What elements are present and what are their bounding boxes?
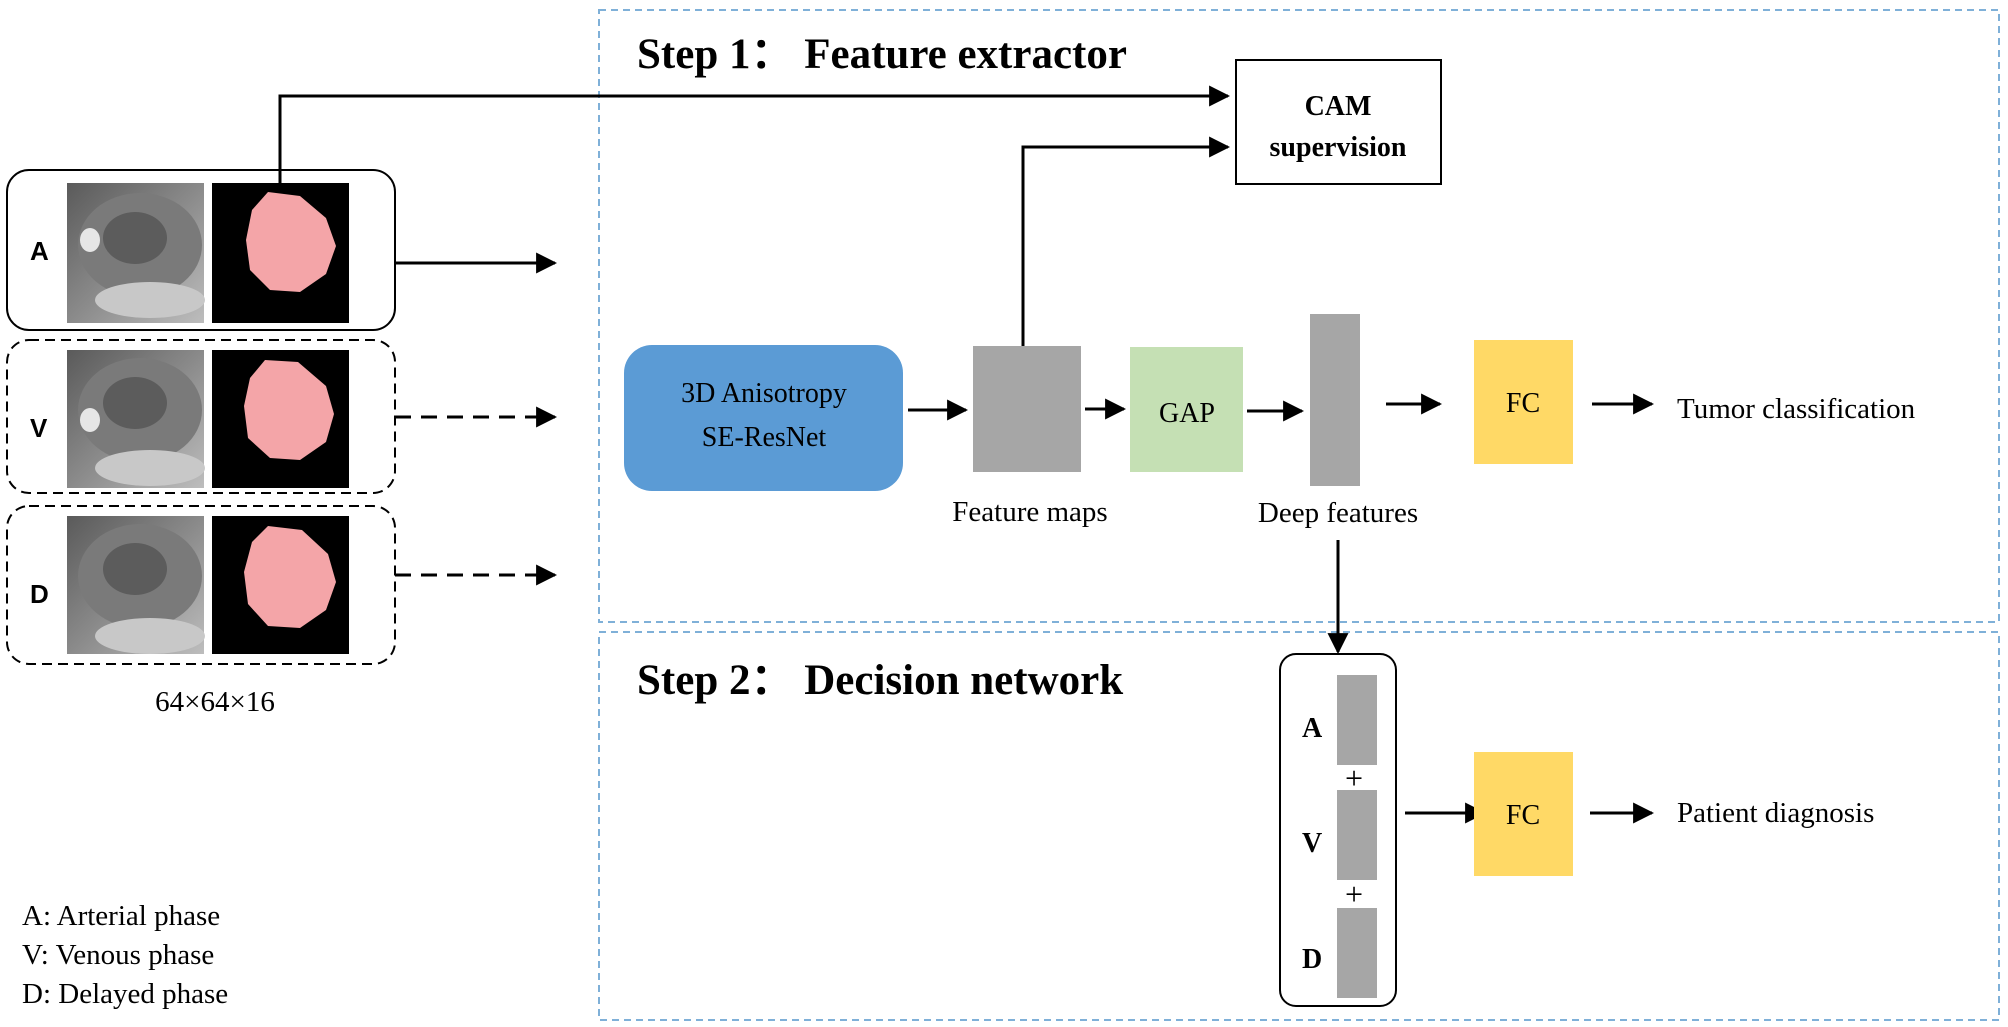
arrow-feature-maps-to-cam (1021, 136, 1231, 346)
step2-region (598, 631, 2000, 1021)
feature-maps-block (973, 346, 1081, 472)
concat-plus-1: + (1345, 760, 1363, 796)
backbone-label-line2: SE-ResNet (702, 422, 827, 453)
backbone-label-line1: 3D Anisotropy (681, 378, 847, 409)
deep-features-label: Deep features (1258, 497, 1418, 529)
mask-image-delayed (212, 516, 349, 654)
phase-letter-d: D (30, 579, 49, 609)
concat-block-d (1337, 908, 1377, 998)
phase-panel-delayed: D (6, 505, 396, 665)
concat-letter-v: V (1302, 828, 1322, 859)
backbone-box (624, 345, 903, 491)
mask-image-venous (212, 350, 349, 488)
ct-image-venous (67, 350, 205, 488)
legend-delayed: D: Delayed phase (22, 978, 228, 1010)
gap-label: GAP (1159, 398, 1215, 429)
fc-label-step2: FC (1506, 800, 1540, 831)
concat-letter-d: D (1302, 944, 1322, 975)
tumor-classification-label: Tumor classification (1677, 393, 1916, 425)
patient-diagnosis-label: Patient diagnosis (1677, 797, 1874, 829)
phase-letter-v: V (30, 413, 48, 443)
fc-label-step1: FC (1506, 388, 1540, 419)
phase-letter-a: A (30, 236, 49, 266)
concat-block-a (1337, 675, 1377, 765)
step2-title: Step 2： Decision network (637, 657, 1123, 704)
concat-letter-a: A (1302, 713, 1323, 744)
arrow-mask-to-cam (278, 85, 1231, 183)
input-size-label: 64×64×16 (155, 686, 275, 718)
deep-features-block (1310, 314, 1360, 486)
mask-image-arterial (212, 183, 349, 323)
legend-arterial: A: Arterial phase (22, 900, 220, 932)
cam-label-line2: supervision (1270, 132, 1407, 163)
legend: A: Arterial phase V: Venous phase D: Del… (22, 900, 228, 1010)
phase-panel-venous: V (6, 339, 396, 494)
concat-plus-2: + (1345, 876, 1363, 912)
cam-label-line1: CAM (1305, 91, 1372, 122)
legend-venous: V: Venous phase (22, 939, 214, 971)
fc-box-step1 (1474, 340, 1573, 464)
cam-supervision-box (1235, 59, 1442, 185)
step1-region (598, 9, 2000, 623)
concat-block-v (1337, 790, 1377, 880)
gap-box (1130, 347, 1243, 472)
fc-box-step2 (1474, 752, 1573, 876)
feature-maps-label: Feature maps (952, 496, 1107, 528)
ct-image-delayed (67, 516, 205, 654)
step1-title: Step 1： Feature extractor (637, 31, 1127, 78)
ct-image-arterial (67, 183, 205, 323)
phase-panel-arterial: A (6, 169, 396, 331)
